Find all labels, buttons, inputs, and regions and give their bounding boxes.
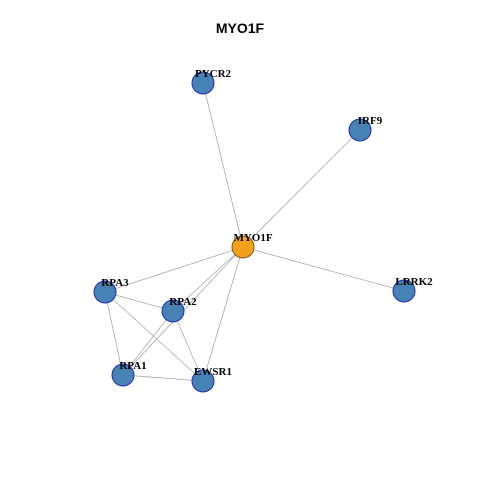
node-label: PYCR2 (195, 68, 232, 80)
node-circle (348, 118, 372, 142)
edge-myo1f-rpa3 (104, 246, 244, 293)
node-label: RPA3 (101, 277, 129, 289)
node-circle (93, 280, 117, 304)
edge-myo1f-ewsr1 (202, 246, 244, 382)
node-circle (161, 299, 185, 323)
node-circle (231, 235, 255, 259)
edge-myo1f-rpa2 (172, 246, 244, 312)
edge-myo1f-lrrk2 (242, 246, 405, 292)
node-pycr2[interactable]: PYCR2 (191, 68, 232, 95)
node-circle (191, 369, 215, 393)
node-rpa3[interactable]: RPA3 (93, 277, 129, 304)
edge-layer (104, 82, 405, 382)
node-label: RPA2 (169, 296, 197, 308)
node-label: MYO1F (233, 232, 272, 244)
edge-rpa3-ewsr1 (104, 291, 204, 382)
node-label: RPA1 (119, 360, 146, 372)
node-label: LRRK2 (395, 276, 433, 288)
edge-rpa3-rpa1 (104, 291, 124, 376)
edge-rpa2-rpa1 (122, 310, 174, 376)
node-rpa2[interactable]: RPA2 (161, 296, 197, 323)
node-circle (392, 279, 416, 303)
diagram-title: MYO1F (215, 20, 265, 36)
edge-myo1f-pycr2 (202, 82, 244, 248)
node-irf9[interactable]: IRF9 (348, 115, 383, 142)
node-rpa1[interactable]: RPA1 (111, 360, 147, 387)
edge-rpa2-ewsr1 (172, 310, 204, 382)
edge-rpa3-rpa2 (104, 291, 174, 312)
node-circle (191, 71, 215, 95)
node-lrrk2[interactable]: LRRK2 (392, 276, 433, 303)
node-label: EWSR1 (194, 366, 232, 378)
node-circle (111, 363, 135, 387)
node-label: IRF9 (358, 115, 383, 127)
edge-myo1f-irf9 (242, 129, 361, 248)
node-ewsr1[interactable]: EWSR1 (191, 366, 232, 393)
edge-rpa1-ewsr1 (122, 374, 204, 382)
node-myo1f[interactable]: MYO1F (231, 232, 273, 259)
